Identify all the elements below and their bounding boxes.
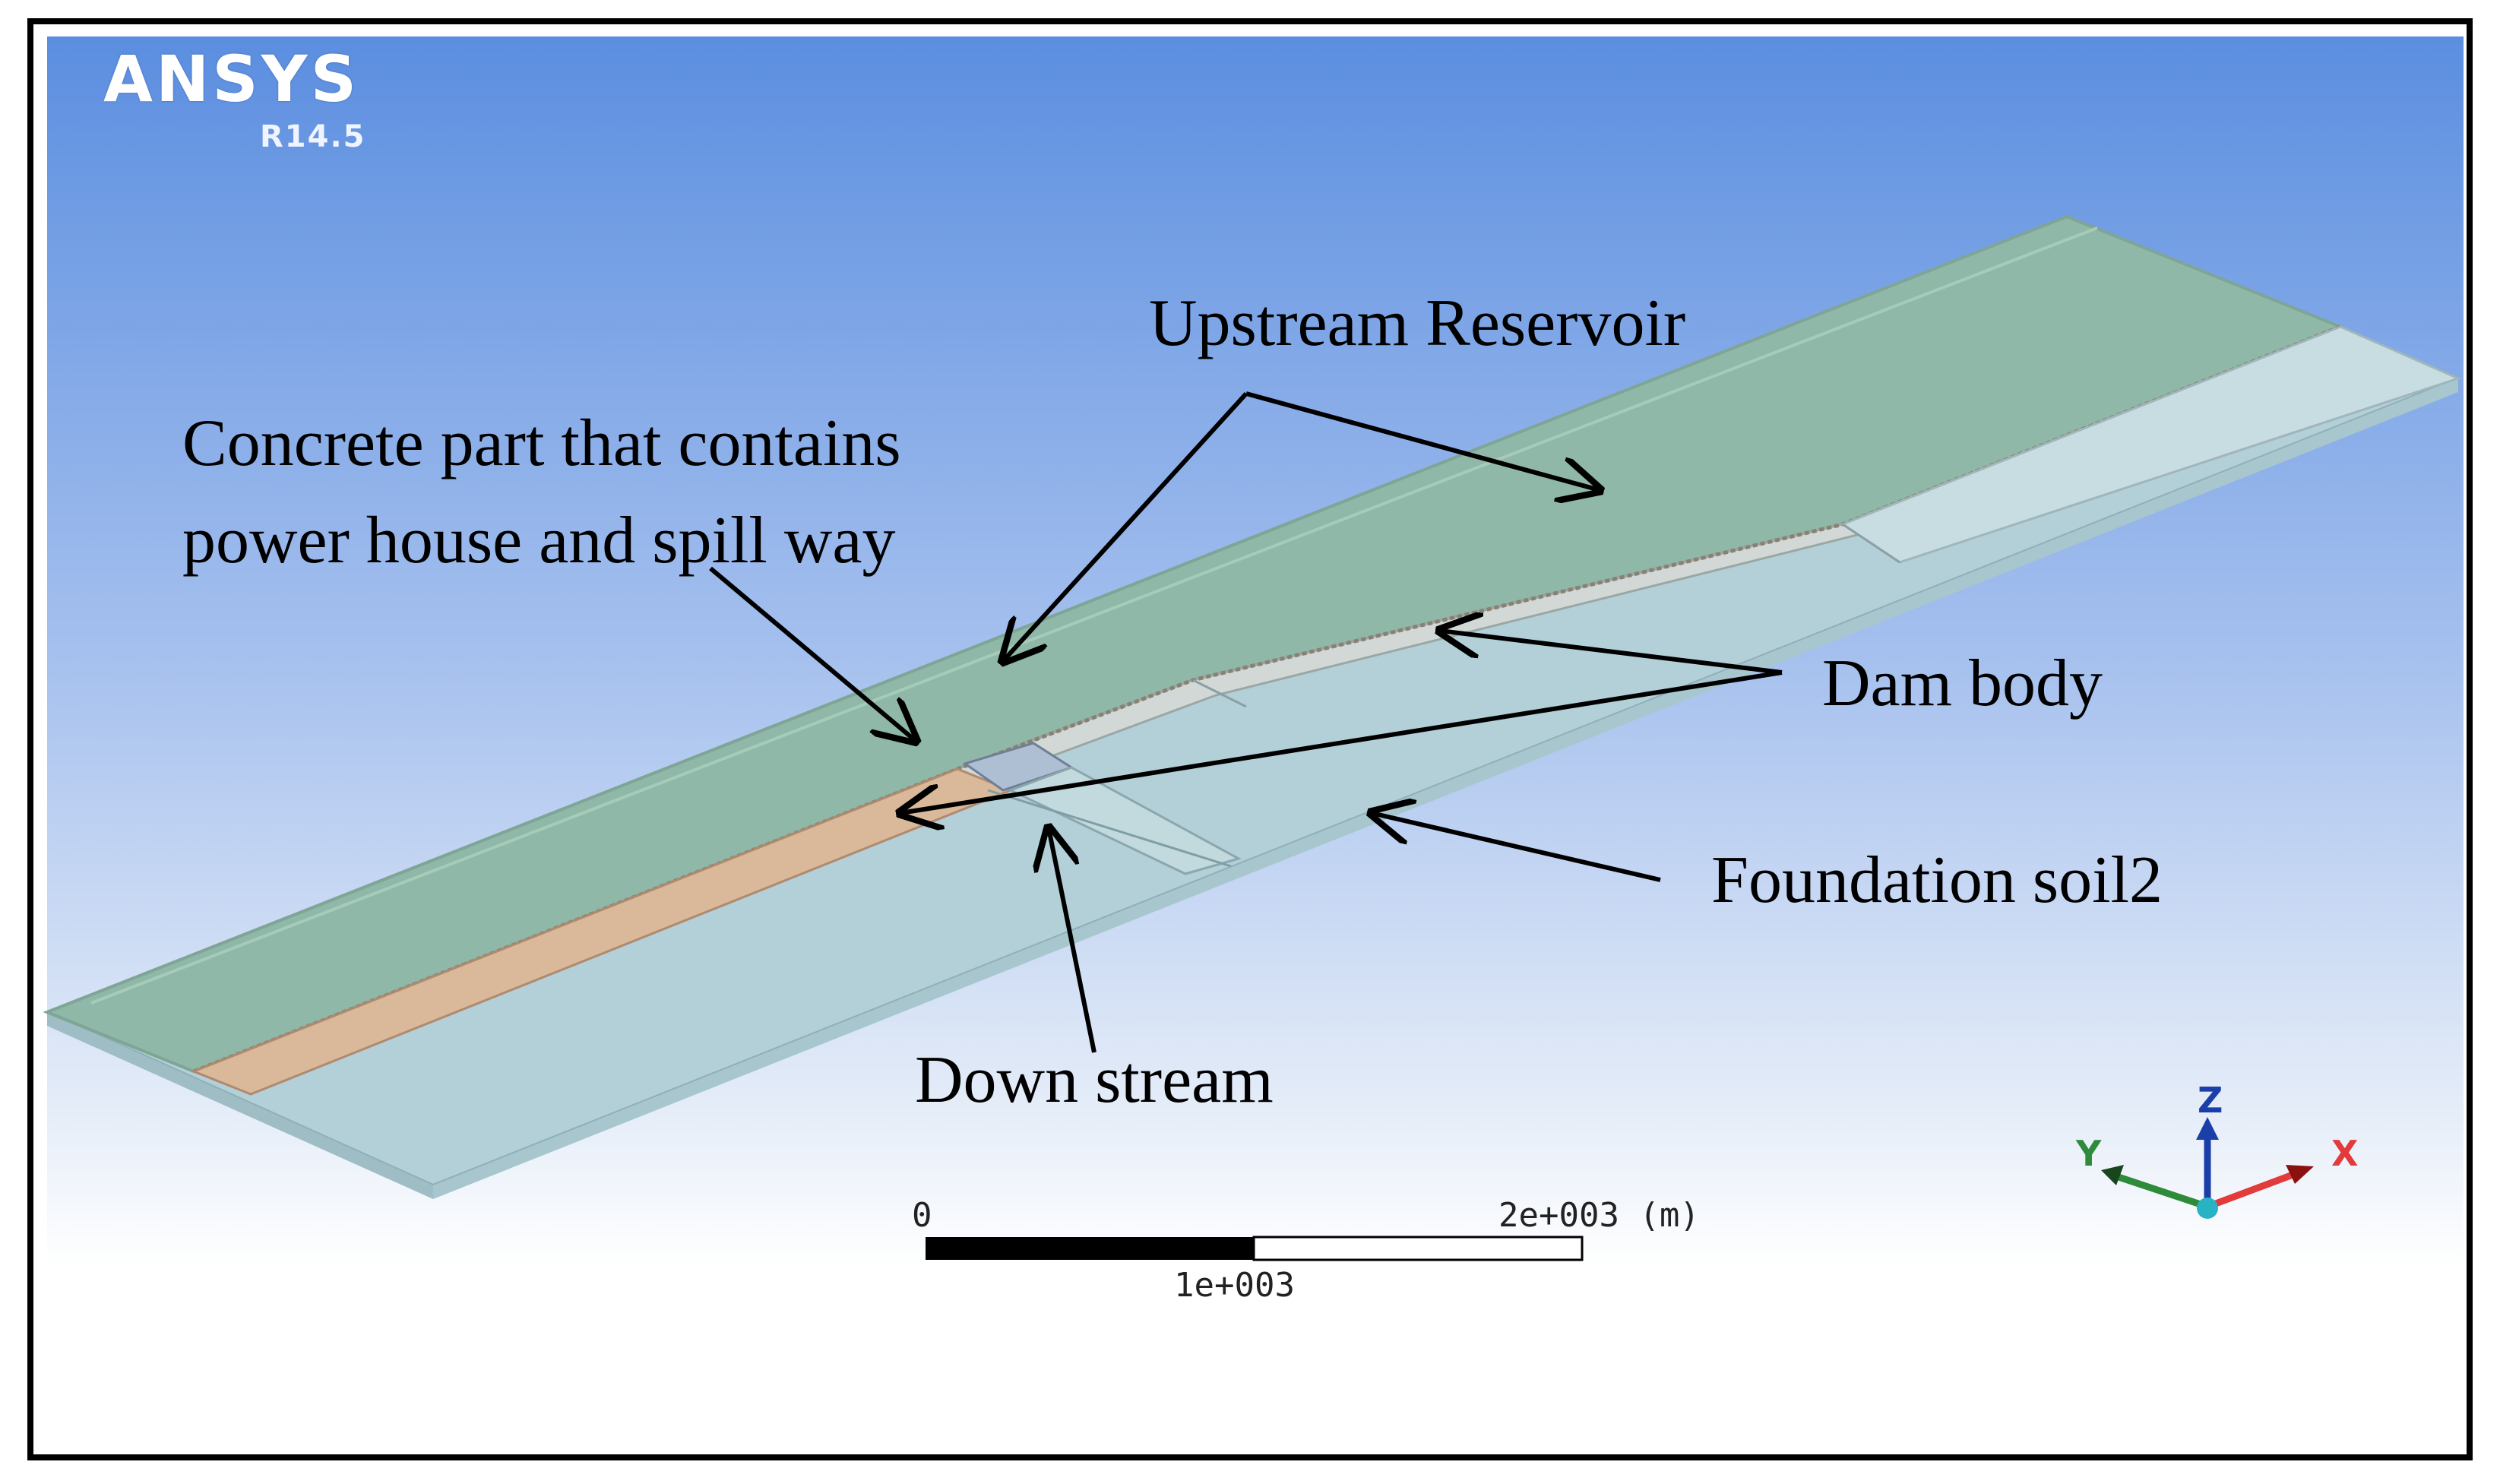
scale-label-mid: 1e+003 — [1174, 1266, 1295, 1305]
label-concrete-line1: Concrete part that contains — [182, 407, 901, 480]
scale-label-end: 2e+003 (m) — [1498, 1196, 1700, 1235]
label-down-stream: Down stream — [915, 1043, 1274, 1117]
x-axis-line — [2206, 1170, 2296, 1210]
triad-origin — [2197, 1198, 2218, 1219]
reservoir-pointer-right — [1245, 391, 1600, 490]
label-upstream-reservoir: Upstream Reservoir — [1149, 286, 1686, 360]
reservoir-pointer-left — [1003, 391, 1248, 661]
dam-body-pointer-upper — [1440, 631, 1783, 675]
scale-label-start: 0 — [912, 1196, 932, 1235]
label-foundation-soil: Foundation soil2 — [1711, 843, 2163, 917]
foundation-soil-edge — [47, 1012, 433, 1199]
triad-label-z: Z — [2198, 1080, 2223, 1121]
dam-body-mid-line — [1192, 679, 1247, 708]
concrete-pointer — [709, 566, 916, 741]
label-dam-body: Dam body — [1822, 647, 2103, 720]
foundation-soil-front-edge — [433, 378, 2458, 1199]
label-concrete-line2: power house and spill way — [182, 504, 896, 577]
x-axis-arrow — [2286, 1165, 2314, 1184]
y-axis-line — [2115, 1172, 2209, 1210]
reservoir-inner-edge — [90, 226, 2098, 1005]
downstream-lower-line — [987, 789, 1232, 868]
scale-bar-dark — [926, 1237, 1254, 1260]
dam-body-pointer-lower — [900, 670, 1783, 813]
ansys-logo: ANSYS — [103, 42, 360, 116]
dam-body-right-line — [1842, 523, 1900, 564]
z-axis-arrow — [2196, 1117, 2219, 1140]
triad-label-x: X — [2331, 1133, 2359, 1174]
y-axis-arrow — [2101, 1165, 2124, 1185]
triad-label-y: Y — [2076, 1133, 2102, 1174]
scale-bar-light — [1252, 1236, 1584, 1261]
ansys-version: R14.5 — [260, 119, 366, 154]
downstream-zone — [1008, 766, 1242, 875]
foundation-pointer — [1372, 813, 1661, 882]
downstream-pointer — [1049, 828, 1097, 1053]
axis-triad — [2101, 1117, 2314, 1219]
